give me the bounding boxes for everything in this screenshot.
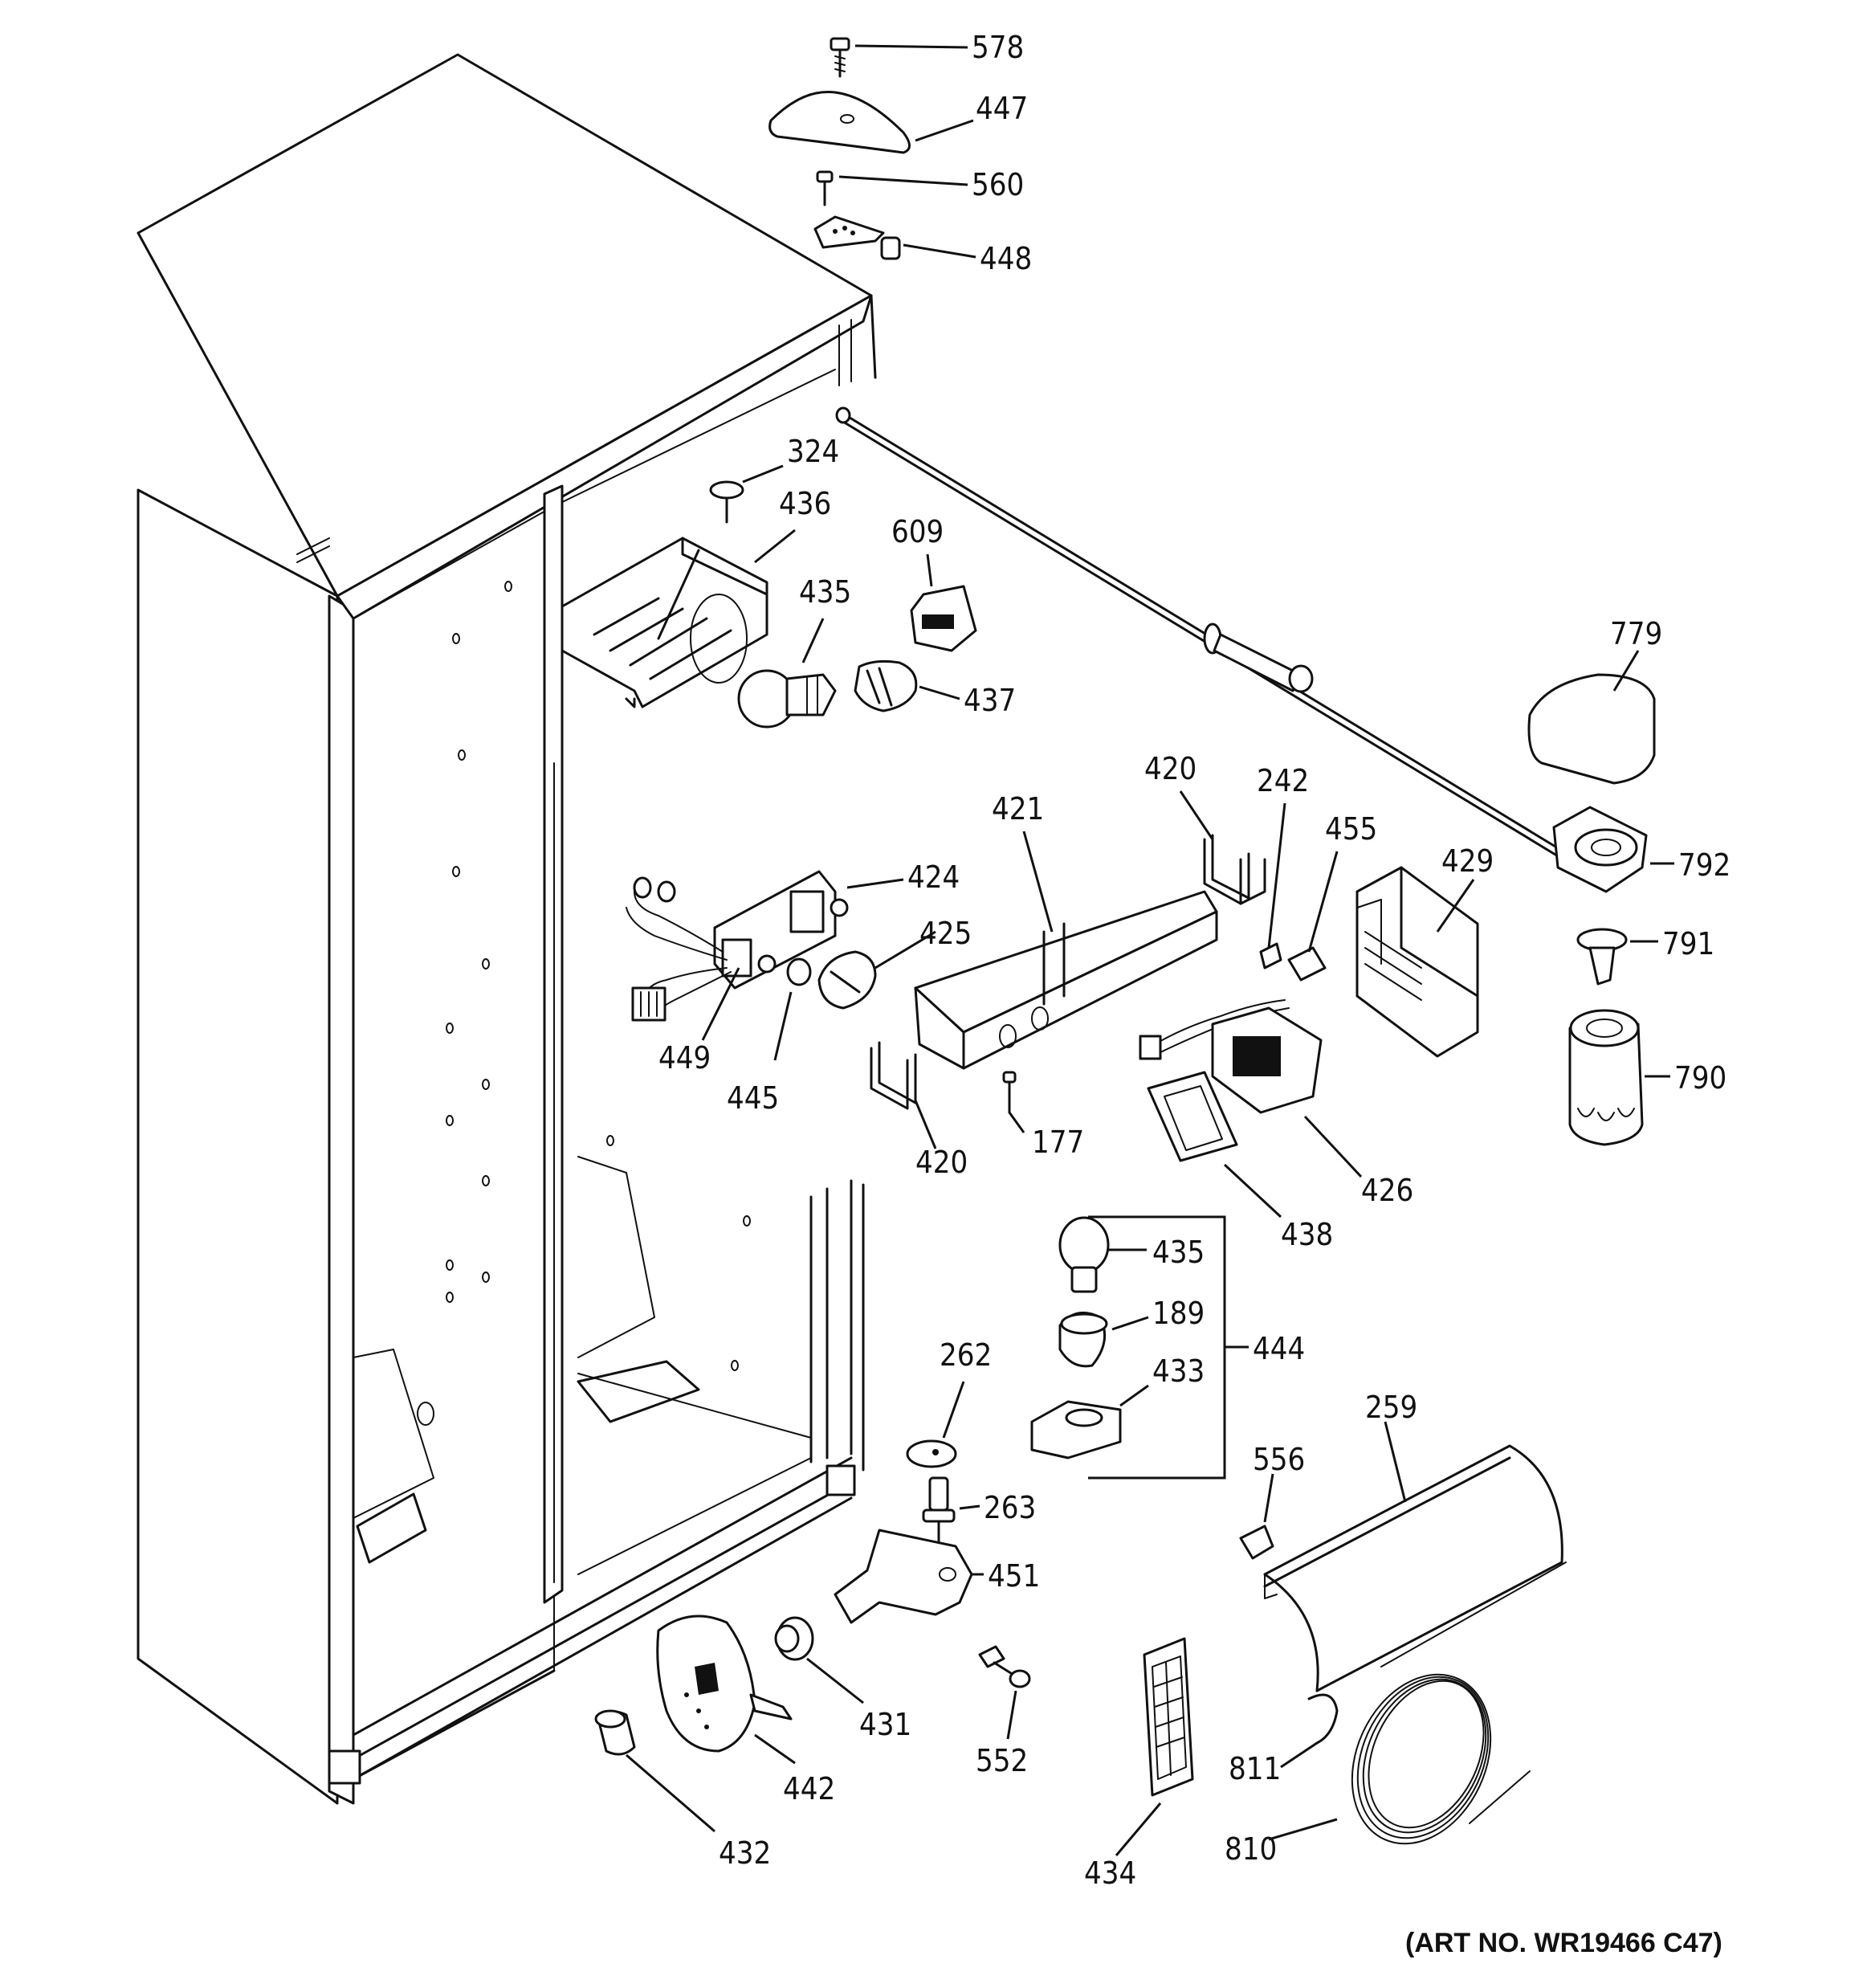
label-259: 259 [1365,1390,1417,1425]
part-451-bottom-hinge [834,1529,984,1624]
label-451: 451 [988,1558,1040,1594]
label-425: 425 [919,916,972,951]
part-449-wiring [701,967,740,1041]
label-426: 426 [1361,1173,1413,1208]
part-429-dispenser-housing [1355,866,1479,1058]
label-432: 432 [719,1835,771,1871]
part-424-control-assembly [626,870,904,1022]
label-433: 433 [1152,1353,1205,1389]
label-578: 578 [972,30,1024,65]
part-792-filter-head [1552,806,1674,893]
label-435: 435 [1152,1235,1205,1270]
label-242: 242 [1257,763,1309,798]
label-556: 556 [1253,1442,1305,1477]
part-556-clip [1239,1473,1274,1560]
part-242-actuator [1259,802,1286,970]
part-432-bushing [594,1709,715,1833]
part-445-bushing [773,957,812,1061]
label-779: 779 [1610,616,1662,651]
part-324-push-pin [709,464,784,524]
label-442: 442 [783,1771,835,1806]
water-line-tube [835,406,1576,867]
part-433-bulb-housing [1030,1384,1149,1459]
label-609: 609 [891,514,944,549]
part-259-cover [1263,1421,1563,1692]
part-811-clamp [1280,1693,1339,1769]
part-560-screw [816,170,968,206]
part-810-water-tubing [1268,1561,1567,1845]
part-435-light-bulb [737,618,837,729]
label-420: 420 [915,1145,968,1180]
label-429: 429 [1441,843,1494,879]
part-435-bulb-2 [1058,1216,1147,1293]
label-420: 420 [1144,751,1196,786]
label-791: 791 [1662,926,1714,961]
part-779-cap [1527,650,1656,785]
part-444-light-assembly-bracket [1088,1215,1249,1480]
label-421: 421 [992,791,1044,827]
label-810: 810 [1225,1831,1277,1867]
part-437-socket [854,659,960,712]
label-790: 790 [1674,1060,1726,1096]
label-444: 444 [1253,1331,1305,1366]
part-431-bushing [774,1616,864,1704]
label-189: 189 [1152,1296,1205,1331]
label-424: 424 [907,859,960,895]
label-449: 449 [658,1040,711,1076]
part-442-motor [656,1614,796,1765]
part-421-control-housing [914,831,1218,1070]
part-436-light-shield [561,529,796,708]
part-455-switch [1287,851,1339,982]
part-434-grille [1115,1637,1194,1856]
art-number: (ART NO. WR19466 C47) [1405,1928,1722,1958]
label-431: 431 [859,1707,911,1742]
label-435: 435 [799,574,851,610]
cabinet-case [137,53,877,1805]
label-263: 263 [984,1490,1036,1525]
part-425-knob [817,930,936,1010]
part-552-screw [978,1645,1031,1740]
label-560: 560 [972,167,1024,202]
label-552: 552 [976,1743,1028,1778]
label-177: 177 [1032,1125,1084,1160]
part-189-socket [1058,1311,1149,1368]
part-609-switch [910,553,977,652]
label-445: 445 [727,1080,779,1116]
part-262-cam [906,1381,965,1468]
label-437: 437 [964,683,1016,718]
label-262: 262 [940,1337,992,1373]
label-434: 434 [1084,1855,1136,1891]
part-578-screw [830,37,968,78]
label-324: 324 [787,434,839,469]
part-790-water-filter [1568,1009,1670,1146]
part-447-hinge-cover [768,90,974,154]
part-420-clip-bottom [870,1041,937,1149]
part-177-screw [1002,1071,1025,1133]
label-811: 811 [1229,1751,1281,1786]
label-447: 447 [976,91,1028,126]
label-792: 792 [1678,847,1731,883]
part-438-lens [1147,1071,1282,1219]
label-448: 448 [980,241,1032,276]
label-436: 436 [779,486,831,521]
part-263-hinge-pin [922,1476,980,1544]
part-426-light-housing [1139,999,1363,1178]
part-791-bypass-plug [1576,928,1658,986]
label-455: 455 [1325,811,1377,847]
part-labels: 578 447 560 448 324 436 609 435 437 779 … [658,30,1731,1891]
part-420-clip-top [1179,790,1266,905]
label-438: 438 [1281,1217,1333,1252]
part-448-hinge [813,215,976,260]
